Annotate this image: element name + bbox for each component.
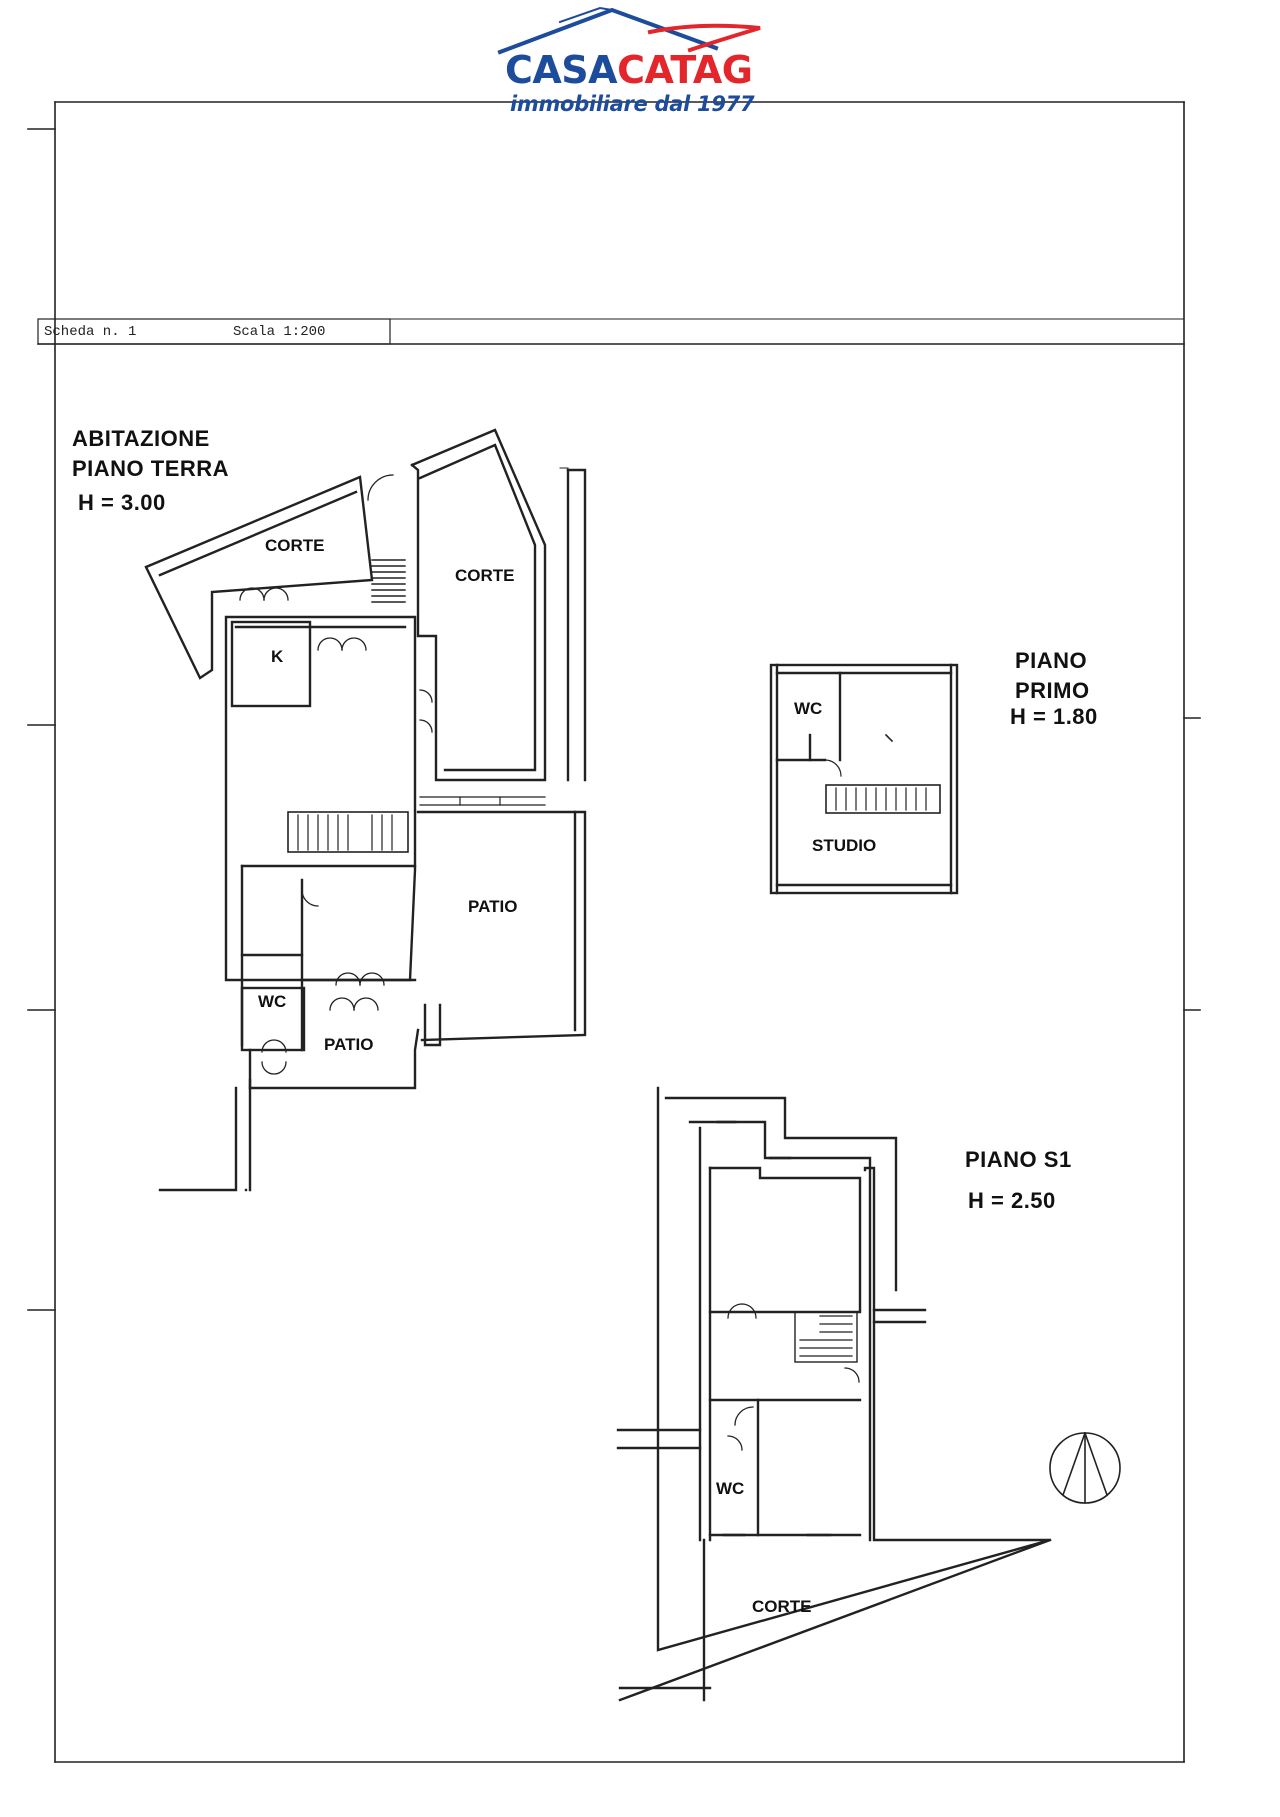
room-label: K (271, 647, 284, 666)
north-arrow-icon (1049, 1431, 1121, 1504)
first-floor-height: H = 1.80 (1010, 704, 1098, 729)
sheet-frame (27, 101, 1201, 1763)
basement-height: H = 2.50 (968, 1188, 1056, 1213)
scale-label: Scala 1:200 (233, 324, 326, 340)
room-label: CORTE (265, 536, 325, 555)
room-label: WC (716, 1479, 745, 1498)
room-label: WC (794, 699, 823, 718)
scheda-number: Scheda n. 1 (44, 324, 137, 340)
brand-logo: CASACATAG (505, 50, 771, 90)
ground-floor-plan (144, 428, 587, 1192)
basement-title: PIANO S1 (965, 1147, 1072, 1172)
brand-name-part2: CATAG (617, 48, 753, 92)
room-label: PATIO (468, 897, 518, 916)
basement-plan (616, 1086, 1052, 1702)
brand-name-part1: CASA (505, 48, 618, 92)
room-label: STUDIO (812, 836, 877, 855)
ground-floor-title-2: PIANO TERRA (72, 456, 230, 481)
first-floor-title-2: PRIMO (1015, 678, 1090, 703)
first-floor-plan (769, 663, 959, 895)
room-label: PATIO (324, 1035, 374, 1054)
room-label: CORTE (752, 1597, 812, 1616)
room-label: CORTE (455, 566, 515, 585)
logo-roof-icon (497, 6, 761, 55)
ground-floor-title-1: ABITAZIONE (72, 426, 210, 451)
ground-floor-height: H = 3.00 (78, 490, 166, 515)
first-floor-title-1: PIANO (1015, 648, 1088, 673)
brand-tagline: immobiliare dal 1977 (510, 92, 755, 116)
room-label: WC (258, 992, 287, 1011)
